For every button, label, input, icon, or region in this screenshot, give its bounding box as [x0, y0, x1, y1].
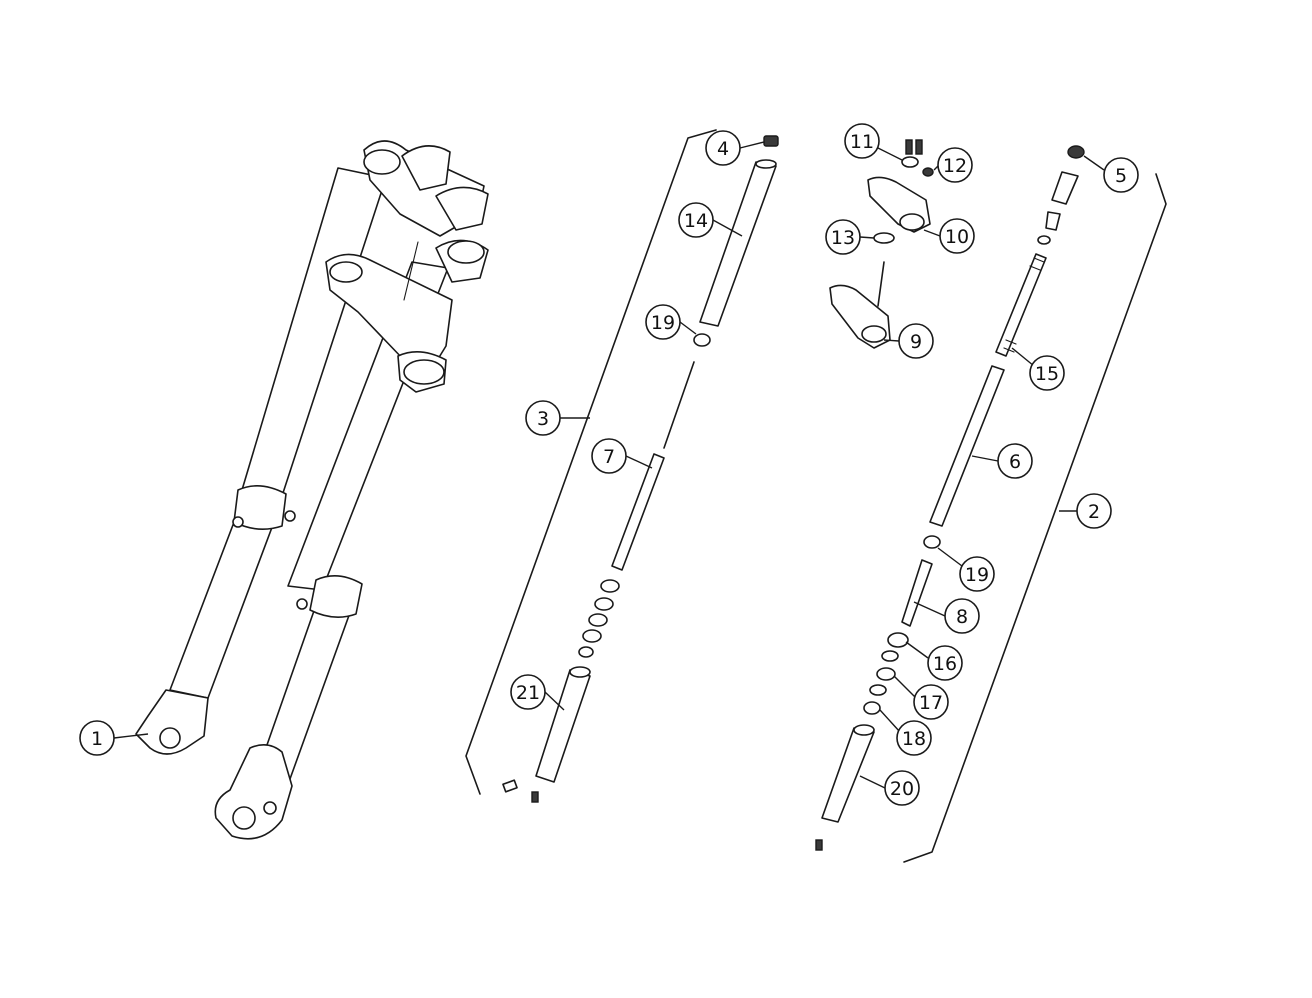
svg-text:16: 16	[933, 653, 957, 675]
callout-4: 4	[705, 130, 741, 166]
part-11-washer	[901, 156, 919, 168]
callout-5: 5	[1103, 157, 1139, 193]
svg-text:2: 2	[1088, 501, 1100, 523]
part-15-spring	[995, 253, 1047, 357]
exploded-triple-clamps	[829, 139, 934, 349]
svg-text:21: 21	[516, 682, 540, 704]
svg-text:8: 8	[956, 606, 968, 628]
callout-10: 10	[939, 218, 975, 254]
callout-12: 12	[937, 147, 973, 183]
callout-21: 21	[510, 674, 546, 710]
svg-text:18: 18	[902, 728, 926, 750]
svg-text:3: 3	[537, 408, 549, 430]
svg-text:7: 7	[603, 446, 615, 468]
callout-1: 1	[79, 720, 115, 756]
exploded-right-leg	[815, 145, 1167, 863]
callout-16: 16	[927, 645, 963, 681]
part-5-cap	[1067, 145, 1085, 159]
callout-2: 2	[1076, 493, 1112, 529]
svg-text:13: 13	[831, 227, 855, 249]
callout-13: 13	[825, 219, 861, 255]
svg-text:10: 10	[945, 226, 969, 248]
svg-text:19: 19	[965, 564, 989, 586]
svg-text:9: 9	[910, 331, 922, 353]
part-20-slider	[821, 727, 875, 823]
svg-text:12: 12	[943, 155, 967, 177]
callout-19-right: 19	[959, 556, 995, 592]
callout-6: 6	[997, 443, 1033, 479]
callout-15: 15	[1029, 355, 1065, 391]
part-8-cartridge	[901, 559, 933, 627]
svg-text:17: 17	[919, 692, 943, 714]
svg-text:5: 5	[1115, 165, 1127, 187]
part-14-upper-tube	[699, 161, 777, 327]
svg-text:20: 20	[890, 778, 914, 800]
callout-11: 11	[844, 123, 880, 159]
svg-text:15: 15	[1035, 363, 1059, 385]
part-6-inner-tube	[929, 365, 1005, 527]
exploded-left-leg	[465, 129, 779, 803]
part-7-rod	[663, 361, 695, 449]
callout-20: 20	[884, 770, 920, 806]
callout-3: 3	[525, 400, 561, 436]
part-13-washer	[873, 232, 895, 244]
svg-text:4: 4	[717, 138, 729, 160]
svg-text:11: 11	[850, 131, 874, 153]
assembled-front-fork	[135, 140, 489, 840]
part-4-cap	[763, 135, 779, 147]
callout-7: 7	[591, 438, 627, 474]
callouts: 1 2 3 4 5 6	[79, 123, 1139, 806]
steering-stem	[877, 261, 885, 307]
part-12-nut	[922, 167, 934, 177]
callout-14: 14	[678, 202, 714, 238]
svg-text:14: 14	[684, 210, 708, 232]
svg-text:6: 6	[1009, 451, 1021, 473]
callout-18: 18	[896, 720, 932, 756]
callout-9: 9	[898, 323, 934, 359]
svg-text:19: 19	[651, 312, 675, 334]
callout-19-left: 19	[645, 304, 681, 340]
svg-text:1: 1	[91, 728, 103, 750]
callout-8: 8	[944, 598, 980, 634]
callout-17: 17	[913, 684, 949, 720]
